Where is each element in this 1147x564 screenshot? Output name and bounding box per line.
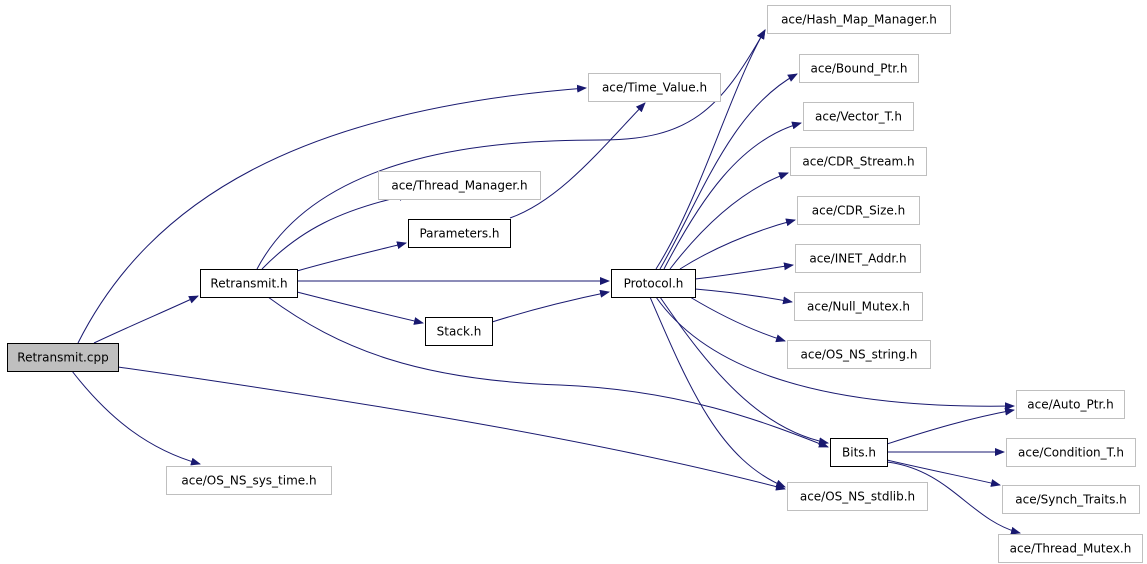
edge-retransmit-cpp-to-retransmit-h bbox=[93, 295, 199, 344]
node-label: ace/OS_NS_sys_time.h bbox=[181, 474, 316, 488]
edge-retransmit-h-to-bits-h bbox=[267, 296, 829, 448]
node-box bbox=[797, 196, 920, 225]
edge-protocol-h-to-null-mutex-h bbox=[694, 288, 793, 305]
node-null-mutex-h[interactable]: ace/Null_Mutex.h bbox=[794, 292, 923, 321]
node-stack-h[interactable]: Stack.h bbox=[425, 317, 493, 346]
edge-parameters-h-to-time-value-h bbox=[509, 102, 646, 219]
edge-protocol-h-to-inet-addr-h bbox=[694, 262, 794, 280]
node-retransmit-cpp[interactable]: Retransmit.cpp bbox=[7, 343, 119, 372]
node-thread-mutex-h[interactable]: ace/Thread_Mutex.h bbox=[998, 534, 1143, 563]
node-cdr-size-h[interactable]: ace/CDR_Size.h bbox=[797, 196, 920, 225]
edge-retransmit-cpp-to-os-ns-stdlib-h bbox=[117, 366, 786, 491]
node-box bbox=[787, 340, 931, 369]
node-label: ace/Thread_Mutex.h bbox=[1010, 542, 1132, 556]
node-box bbox=[7, 343, 119, 372]
node-box bbox=[200, 269, 298, 298]
node-label: ace/Hash_Map_Manager.h bbox=[781, 13, 937, 27]
node-box bbox=[1006, 438, 1136, 467]
node-label: ace/Condition_T.h bbox=[1018, 446, 1124, 460]
node-box bbox=[794, 292, 923, 321]
edge-bits-h-to-auto-ptr-h bbox=[886, 407, 1015, 445]
node-label: ace/Vector_T.h bbox=[815, 110, 902, 124]
edge-protocol-h-to-bits-h bbox=[659, 296, 829, 446]
node-inet-addr-h[interactable]: ace/INET_Addr.h bbox=[795, 244, 921, 273]
node-retransmit-h[interactable]: Retransmit.h bbox=[200, 269, 298, 298]
edge-protocol-h-to-os-ns-stdlib-h bbox=[649, 296, 786, 488]
edge-protocol-h-to-vector-t-h bbox=[663, 121, 802, 270]
node-auto-ptr-h[interactable]: ace/Auto_Ptr.h bbox=[1016, 390, 1125, 419]
node-box bbox=[1016, 390, 1125, 419]
edge-bits-h-to-thread-mutex-h bbox=[886, 461, 1021, 535]
node-box bbox=[790, 147, 927, 176]
node-label: ace/OS_NS_string.h bbox=[801, 348, 918, 362]
node-box bbox=[795, 244, 921, 273]
edge-protocol-h-to-bound-ptr-h bbox=[659, 73, 798, 270]
node-label: Protocol.h bbox=[624, 277, 684, 291]
node-os-ns-stdlib-h[interactable]: ace/OS_NS_stdlib.h bbox=[787, 482, 928, 511]
node-time-value-h[interactable]: ace/Time_Value.h bbox=[588, 73, 721, 102]
node-label: Retransmit.h bbox=[210, 277, 287, 291]
node-vector-t-h[interactable]: ace/Vector_T.h bbox=[803, 102, 914, 131]
node-box bbox=[830, 438, 888, 467]
edge-retransmit-h-to-stack-h bbox=[296, 291, 424, 325]
node-box bbox=[425, 317, 493, 346]
edge-protocol-h-to-cdr-stream-h bbox=[669, 172, 789, 270]
node-label: Retransmit.cpp bbox=[17, 351, 108, 365]
node-os-ns-string-h[interactable]: ace/OS_NS_string.h bbox=[787, 340, 931, 369]
node-label: Parameters.h bbox=[419, 227, 499, 241]
node-bits-h[interactable]: Bits.h bbox=[830, 438, 888, 467]
node-box bbox=[408, 219, 511, 248]
edges-layer bbox=[71, 29, 1021, 535]
node-box bbox=[378, 171, 541, 200]
node-box bbox=[1002, 485, 1140, 514]
edge-protocol-h-to-os-ns-string-h bbox=[689, 296, 786, 343]
edge-retransmit-h-to-thread-manager-h bbox=[261, 193, 409, 270]
node-bound-ptr-h[interactable]: ace/Bound_Ptr.h bbox=[799, 54, 919, 83]
node-box bbox=[799, 54, 919, 83]
node-parameters-h[interactable]: Parameters.h bbox=[408, 219, 511, 248]
node-synch-traits-h[interactable]: ace/Synch_Traits.h bbox=[1002, 485, 1140, 514]
node-box bbox=[998, 534, 1143, 563]
node-label: Bits.h bbox=[842, 446, 876, 460]
edge-retransmit-cpp-to-os-ns-sys-time-h bbox=[71, 370, 201, 466]
node-hash-map-manager-h[interactable]: ace/Hash_Map_Manager.h bbox=[767, 5, 951, 34]
node-label: ace/CDR_Size.h bbox=[812, 204, 905, 218]
node-box bbox=[588, 73, 721, 102]
edge-retransmit-cpp-to-time-value-h bbox=[77, 84, 587, 344]
edge-protocol-h-to-cdr-size-h bbox=[679, 218, 796, 270]
node-condition-t-h[interactable]: ace/Condition_T.h bbox=[1006, 438, 1136, 467]
node-label: ace/Null_Mutex.h bbox=[807, 300, 910, 314]
node-label: ace/Synch_Traits.h bbox=[1015, 493, 1126, 507]
node-label: ace/Thread_Manager.h bbox=[391, 179, 527, 193]
node-box bbox=[611, 269, 696, 298]
edge-stack-h-to-protocol-h bbox=[491, 289, 610, 323]
node-label: Stack.h bbox=[437, 325, 482, 339]
edge-retransmit-h-to-parameters-h bbox=[296, 241, 407, 272]
node-label: ace/INET_Addr.h bbox=[809, 252, 906, 266]
node-box bbox=[166, 466, 332, 495]
node-label: ace/Time_Value.h bbox=[602, 81, 707, 95]
node-box bbox=[767, 5, 951, 34]
node-box bbox=[803, 102, 914, 131]
node-label: ace/CDR_Stream.h bbox=[802, 155, 914, 169]
node-box bbox=[787, 482, 928, 511]
node-label: ace/Auto_Ptr.h bbox=[1027, 398, 1113, 412]
node-label: ace/OS_NS_stdlib.h bbox=[800, 490, 915, 504]
node-protocol-h[interactable]: Protocol.h bbox=[611, 269, 696, 298]
edge-bits-h-to-synch-traits-h bbox=[886, 459, 1001, 487]
node-cdr-stream-h[interactable]: ace/CDR_Stream.h bbox=[790, 147, 927, 176]
node-thread-manager-h[interactable]: ace/Thread_Manager.h bbox=[378, 171, 541, 200]
nodes-layer: Retransmit.cpp Retransmit.h ace/Time_Value… bbox=[7, 5, 1143, 563]
node-label: ace/Bound_Ptr.h bbox=[811, 62, 908, 76]
node-os-ns-sys-time-h[interactable]: ace/OS_NS_sys_time.h bbox=[166, 466, 332, 495]
edge-protocol-h-to-hash-map-manager-h bbox=[655, 29, 766, 270]
